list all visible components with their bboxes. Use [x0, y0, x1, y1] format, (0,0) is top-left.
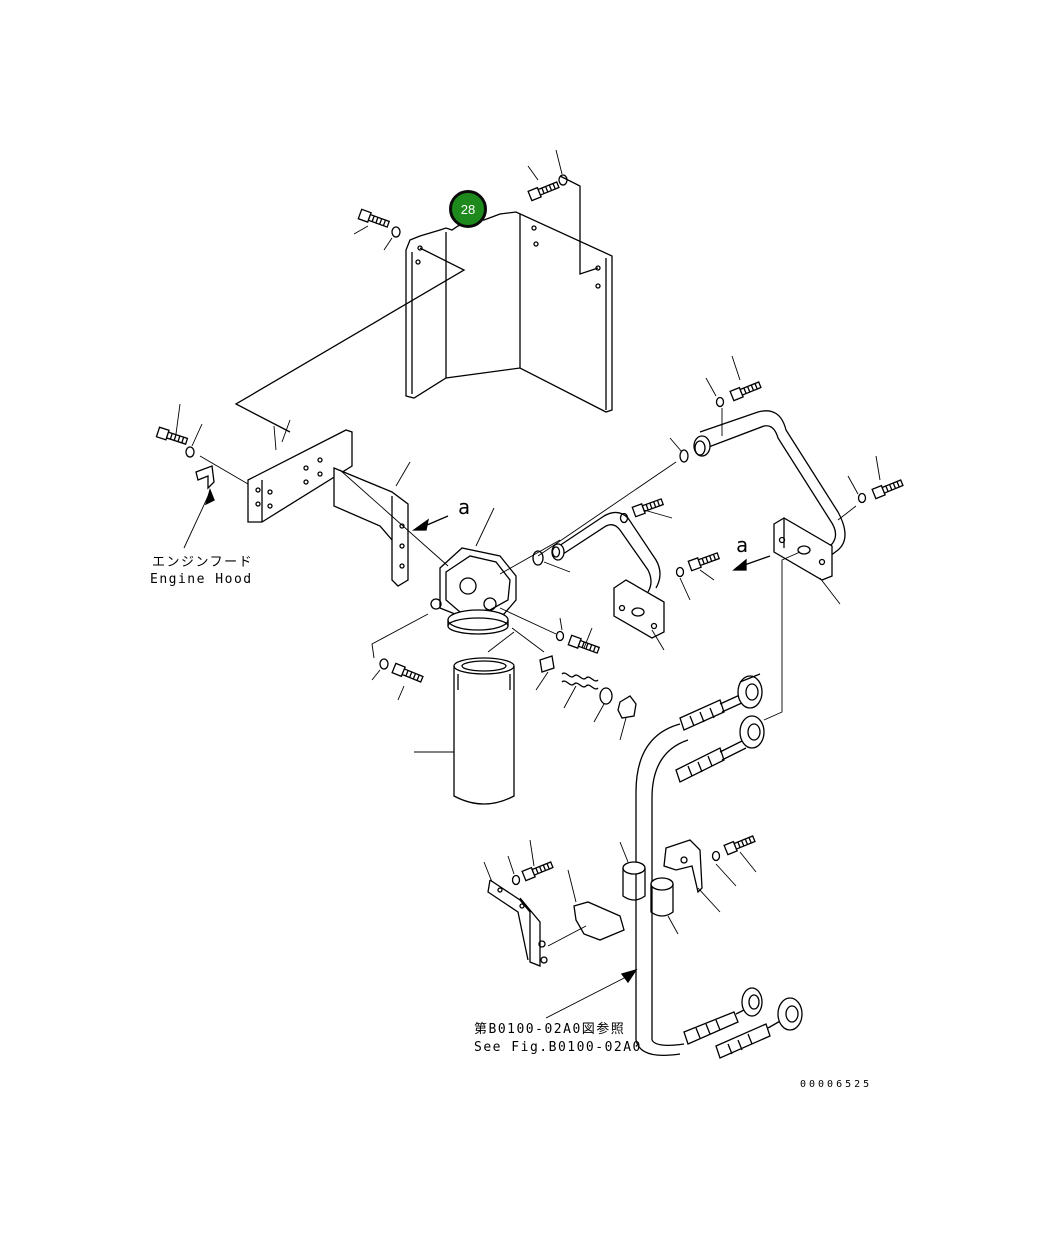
- drawing-number: 00006525: [800, 1079, 873, 1090]
- filter-head: [339, 469, 561, 635]
- view-label-a-right: a: [736, 533, 750, 557]
- pipe-bolts-middle: [619, 498, 721, 601]
- see-fig-jp-label: 第B0100-02A0図参照: [474, 1022, 626, 1037]
- pipe-flange-plate-right: [732, 517, 841, 605]
- pipe-bolt-right: [837, 455, 904, 521]
- filter-mount-bolt: [371, 613, 429, 701]
- engine-hood-en-label: Engine Hood: [150, 572, 253, 587]
- engine-hood-jp-label: エンジンフード: [152, 555, 254, 570]
- hoses: [635, 551, 803, 1059]
- callout-badge-28[interactable]: 28: [449, 190, 487, 228]
- hose-end-upper-1: [679, 673, 763, 731]
- hose-end-lower-2: [715, 997, 803, 1059]
- hose-end-upper-2: [675, 715, 765, 783]
- view-label-a-left: a: [458, 495, 472, 519]
- bolt-right: [527, 181, 560, 202]
- filter-head-fittings: [499, 607, 637, 741]
- clamp-brackets: [483, 835, 757, 967]
- cover-bolts: [353, 149, 568, 251]
- view-arrow-a-left: [411, 515, 449, 531]
- oil-pipe-upper: [532, 410, 846, 573]
- cover-leaders: [234, 175, 599, 433]
- hose-clamps: [619, 841, 679, 935]
- hood-bracket: [247, 429, 411, 587]
- pipe-bolt-top: [705, 355, 762, 436]
- see-fig-en-label: See Fig.B0100-02A0: [474, 1040, 642, 1055]
- hose-end-lower-1: [683, 987, 763, 1045]
- bolt-left: [357, 208, 391, 228]
- oil-pipe-middle: [551, 511, 665, 651]
- bracket-bolt: [155, 403, 291, 485]
- filter-cartridge: [414, 631, 515, 805]
- hood-clip: [183, 465, 215, 549]
- see-fig-arrow: [545, 968, 638, 1019]
- cover-plate: [405, 211, 613, 413]
